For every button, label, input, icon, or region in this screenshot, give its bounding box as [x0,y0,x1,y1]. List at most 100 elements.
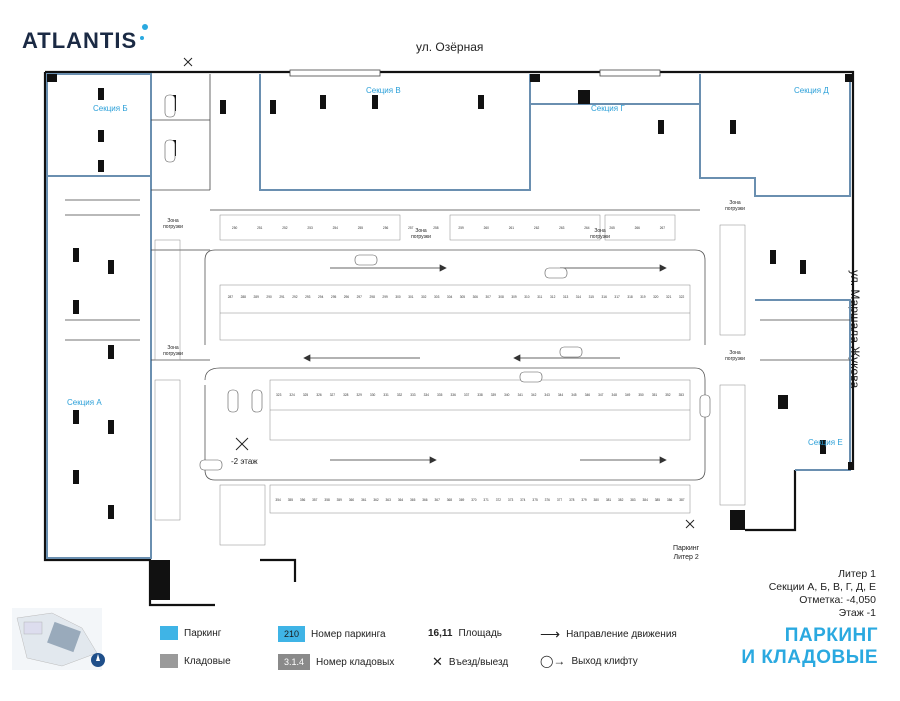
parking-cell-number: 323 [276,393,282,397]
title-line1: ПАРКИНГ [784,625,878,646]
parking-zone-mid-lower [269,379,691,441]
legend-elevator-exit: ◯→ Выход клифту [540,654,638,668]
parking-cell-number: 337 [464,393,470,397]
parking-cell-number: 370 [471,498,477,502]
parking-cell-number: 385 [655,498,661,502]
parking-cell-number: 387 [679,498,685,502]
parking-cell-number: 303 [434,295,440,299]
parking-cell-number: 301 [408,295,414,299]
parking-cell-number: 330 [370,393,376,397]
parking-cell-number: 300 [395,295,401,299]
parking-cell-number: 369 [459,498,465,502]
legend-parking-text: Паркинг [184,627,222,639]
parking-cell-number: 250 [232,226,238,230]
section-a-label: Секция А [67,398,102,407]
parking-cell-number: 302 [421,295,427,299]
parking-cell-number: 290 [266,295,272,299]
parking-cell-number: 296 [344,295,350,299]
section-d-label: Секция Д [794,86,829,95]
parking-cell-number: 359 [337,498,343,502]
mini-map [12,608,102,670]
parking-cell-number: 256 [383,226,389,230]
parking-zone-top [219,214,676,241]
logo-dot-icon [142,24,148,30]
parking-cell-number: 325 [303,393,309,397]
section-borders [46,73,851,559]
parking-cell-number: 364 [398,498,404,502]
area-example: 16,11 [428,628,453,639]
loading-zone-label-1: Зона погрузки [163,218,183,230]
columns [47,74,854,600]
legend-parking: Паркинг [160,626,221,640]
parking-cell-number: 291 [279,295,285,299]
legend-parking-number: 210 Номер паркинга [278,626,386,642]
legend-storage-text: Кладовые [184,655,231,667]
parking-cell-number: 320 [653,295,659,299]
parking-cell-number: 343 [544,393,550,397]
parking-cell-number: 266 [635,226,641,230]
legend-area-text: Площадь [458,628,503,639]
legend-storage-number: 3.1.4 Номер кладовых [278,654,394,670]
parking-cell-number: 289 [254,295,260,299]
section-b-label: Секция Б [93,104,128,113]
parking-liter2-label[interactable]: Паркинг Литер 2 [673,544,699,562]
parking-cell-number: 314 [576,295,582,299]
parking-cell-number: 321 [666,295,672,299]
parking-cell-number: 259 [458,226,464,230]
parking-cell-number: 260 [484,226,490,230]
parking-cell-number: 381 [606,498,612,502]
parking-cell-number: 297 [357,295,363,299]
parking-cell-number: 382 [618,498,624,502]
parking-cell-number: 356 [300,498,306,502]
loading-zone-label-2: Зона погрузки [163,345,183,357]
parking-cell-number: 384 [643,498,649,502]
info-liter: Литер 1 [838,568,876,580]
parking-cell-number: 380 [594,498,600,502]
parking-cell-number: 347 [598,393,604,397]
info-mark: Отметка: -4,050 [799,594,876,606]
brand-logo: ATLANTIS [22,28,138,53]
plan-info: Литер 1 Секции А, Б, В, Г, Д, Е Отметка:… [769,568,876,620]
parking-cell-number: 353 [679,393,685,397]
arrow-right-icon: ⟶ [540,626,561,642]
parking-cell-number: 287 [228,295,234,299]
parking-liter2-line2: Литер 2 [673,554,699,561]
parking-cell-number: 331 [383,393,389,397]
parking-cell-number: 258 [433,226,439,230]
parking-cell-number: 310 [524,295,530,299]
parking-cell-number: 352 [665,393,671,397]
parking-cell-number: 354 [275,498,281,502]
parking-cell-number: 386 [667,498,673,502]
parking-cell-number: 267 [660,226,666,230]
parking-cell-number: 357 [312,498,318,502]
parking-cell-number: 262 [534,226,540,230]
parking-cell-number: 334 [424,393,430,397]
parking-cell-number: 341 [518,393,524,397]
parking-cell-number: 312 [550,295,556,299]
parking-cell-number: 358 [324,498,330,502]
legend-entry-exit: ✕ Въезд/выезд [432,654,508,670]
storage-number-badge: 3.1.4 [278,654,311,670]
section-g-label: Секция Г [591,104,625,113]
parking-cell-number: 376 [545,498,551,502]
parking-cell-number: 307 [486,295,492,299]
parking-cell-number: 336 [451,393,457,397]
loading-zone-label-3: Зона погрузки [411,228,431,240]
parking-cell-number: 263 [559,226,565,230]
parking-cell-number: 335 [437,393,443,397]
parking-cell-number: 377 [557,498,563,502]
parking-cell-number: 378 [569,498,575,502]
parking-cell-number: 338 [477,393,483,397]
parking-zone-sides [154,224,746,546]
parking-cell-number: 252 [282,226,288,230]
parking-cell-number: 344 [558,393,564,397]
parking-cell-number: 313 [563,295,569,299]
ramp-loop [204,249,706,481]
storage-swatch [160,654,178,668]
entry-exit-icons [183,57,695,529]
parking-cell-number: 318 [627,295,633,299]
info-floor: Этаж -1 [838,607,876,619]
parking-cell-number: 327 [330,393,336,397]
parking-cell-number: 316 [602,295,608,299]
